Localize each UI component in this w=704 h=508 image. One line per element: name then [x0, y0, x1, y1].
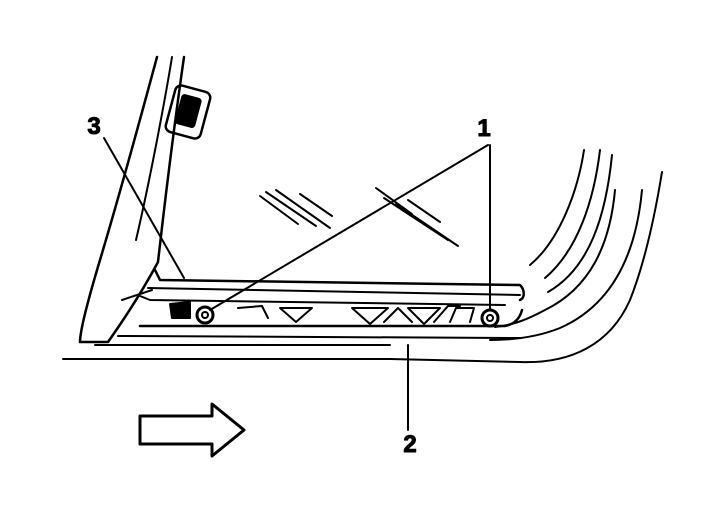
floor-line	[62, 171, 663, 364]
arrow-right-icon	[138, 402, 246, 458]
callout-label-3: 3	[87, 113, 100, 140]
glass-reflection-marks	[259, 187, 459, 247]
screw-right-icon	[480, 308, 500, 328]
callout-label-1: 1	[477, 115, 490, 142]
leader-lines	[103, 137, 491, 431]
sill-plate	[94, 268, 525, 346]
screw-left-icon	[195, 305, 215, 325]
leader-1-left	[209, 144, 489, 311]
pillar-trim-panel	[78, 55, 212, 344]
callout-label-2: 2	[403, 431, 416, 458]
leader-3	[103, 137, 185, 279]
door-opening-edge	[489, 149, 643, 341]
